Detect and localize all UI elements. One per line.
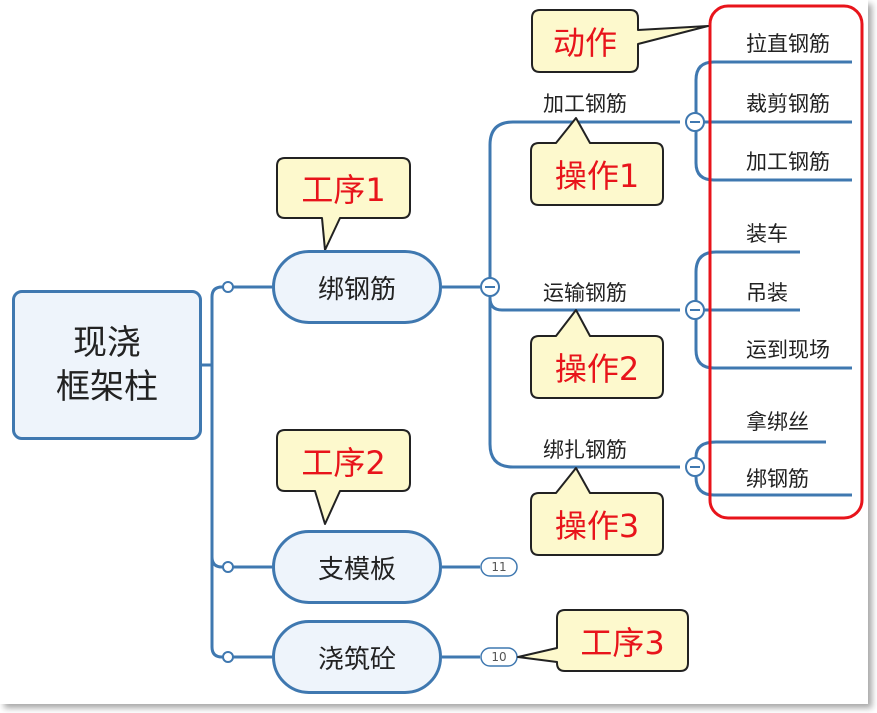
callout-step3-shape <box>517 609 689 672</box>
collapsed-count-badge[interactable]: 11 <box>491 560 507 574</box>
leaf-topic[interactable]: 拉直钢筋 <box>746 32 830 56</box>
callout-op3-text: 操作3 <box>554 507 640 545</box>
subtopic-process-rebar[interactable]: 加工钢筋 <box>543 92 627 116</box>
badge-main2-shape <box>480 557 518 577</box>
connector-main1-sub1 <box>488 120 680 287</box>
subtopic-tie-rebar[interactable]: 绑扎钢筋 <box>543 438 627 462</box>
subtopic-transport-rebar[interactable]: 运输钢筋 <box>543 281 627 305</box>
connector-root-main3 <box>210 557 272 659</box>
callout-step1-text: 工序1 <box>301 171 386 209</box>
collapse-dot-main1 <box>222 281 234 293</box>
connector-main1-sub3 <box>488 287 680 469</box>
main-topic-rebar[interactable]: 绑钢筋 <box>272 250 442 324</box>
callout-step2-shape <box>276 429 411 525</box>
callout-op2-text: 操作2 <box>554 350 640 388</box>
root-topic-line2: 框架柱 <box>56 367 158 407</box>
callout-action-text: 动作 <box>552 24 617 62</box>
main-topic-label: 支模板 <box>317 554 396 585</box>
main-topic-label: 浇筑砼 <box>317 644 396 675</box>
leaf-topic[interactable]: 绑钢筋 <box>746 467 809 491</box>
leaf-topic[interactable]: 拿绑丝 <box>746 410 809 434</box>
leaf-topic[interactable]: 加工钢筋 <box>746 150 830 174</box>
leaf-topic[interactable]: 裁剪钢筋 <box>746 92 830 116</box>
root-topic[interactable]: 现浇 框架柱 <box>12 290 202 440</box>
callout-op2-shape <box>530 309 664 399</box>
callout-step3-text: 工序3 <box>580 623 665 662</box>
main-topic-label: 绑钢筋 <box>317 274 396 305</box>
leaf-topic[interactable]: 运到现场 <box>746 338 830 362</box>
callout-op1-text: 操作1 <box>554 157 640 195</box>
main-topic-formwork[interactable]: 支模板 <box>272 530 442 604</box>
collapse-dot-main2 <box>222 561 234 573</box>
collapse-dot-main3 <box>222 651 234 663</box>
action-highlight-box <box>708 4 864 520</box>
callout-op1-shape <box>530 117 664 206</box>
callout-action-shape <box>531 9 709 73</box>
connector-root-main2 <box>210 365 272 569</box>
collapsed-count-badge[interactable]: 10 <box>491 650 507 664</box>
main-topic-concrete[interactable]: 浇筑砼 <box>272 620 442 694</box>
leaf-topic[interactable]: 装车 <box>746 222 788 246</box>
callout-step2-text: 工序2 <box>301 443 386 482</box>
root-topic-line1: 现浇 <box>73 323 141 363</box>
callout-step1-shape <box>276 157 411 251</box>
connector-root-main1 <box>202 285 272 367</box>
callout-op3-shape <box>530 467 664 556</box>
leaf-topic[interactable]: 吊装 <box>746 281 788 305</box>
